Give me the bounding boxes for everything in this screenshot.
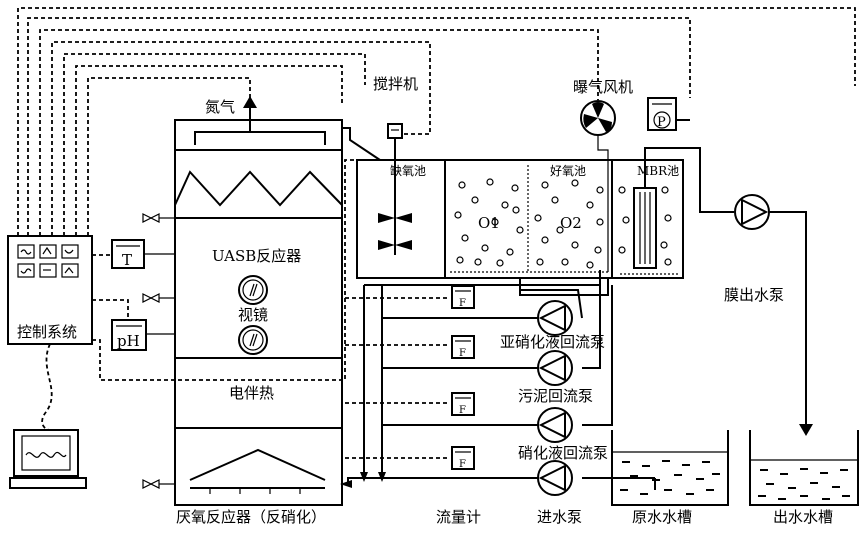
flow-meter-icon bbox=[452, 286, 474, 469]
aerobic-tank-label: 好氧池 bbox=[550, 164, 586, 178]
flow-meter-label: 流量计 bbox=[436, 508, 481, 526]
o1-label: O1 bbox=[478, 214, 500, 232]
uasb-label: UASB反应器 bbox=[212, 247, 301, 265]
membrane-pump-label: 膜出水泵 bbox=[724, 286, 784, 304]
nitrogen-label: 氮气 bbox=[205, 98, 235, 116]
membrane-outlet-pipe bbox=[645, 148, 734, 212]
inlet-pump-label: 进水泵 bbox=[537, 508, 582, 526]
mbr-membrane bbox=[634, 188, 656, 268]
membrane-pump-icon bbox=[735, 195, 769, 229]
flow-meter-symbol: F bbox=[459, 405, 466, 416]
nitrite-reflux-pump-label: 亚硝化液回流泵 bbox=[500, 333, 605, 351]
anaerobic-reactor-label: 厌氧反应器（反硝化） bbox=[176, 508, 326, 526]
aeration-blower-icon bbox=[581, 101, 615, 272]
flow-meter-symbol: F bbox=[459, 459, 466, 470]
nitrogen-arrow bbox=[243, 96, 257, 118]
outlet-water-tank bbox=[750, 430, 858, 505]
control-signal-lines bbox=[18, 8, 855, 458]
mixer-icon bbox=[378, 124, 412, 255]
outlet-water-tank-label: 出水水槽 bbox=[773, 508, 833, 526]
computer-monitor-icon bbox=[10, 430, 86, 488]
sludge-reflux-pump-label: 污泥回流泵 bbox=[518, 387, 593, 405]
valve-icon bbox=[143, 214, 175, 488]
sight-glass-label: 视镜 bbox=[238, 306, 268, 324]
mbr-tank-label: MBR池 bbox=[637, 164, 679, 178]
pressure-sensor-label: P bbox=[657, 115, 666, 130]
nitrate-reflux-pump-label: 硝化液回流泵 bbox=[518, 444, 608, 462]
flow-meter-symbol: F bbox=[459, 348, 466, 359]
temperature-sensor-label: T bbox=[122, 251, 132, 269]
mixer-label: 搅拌机 bbox=[373, 75, 418, 93]
aeration-blower-label: 曝气风机 bbox=[573, 78, 633, 96]
ph-sensor-label: pH bbox=[117, 332, 140, 350]
flow-meter-symbol: F bbox=[459, 298, 466, 309]
control-cable bbox=[42, 344, 52, 430]
control-system-label: 控制系统 bbox=[17, 323, 77, 341]
raw-water-tank-label: 原水水槽 bbox=[632, 508, 692, 526]
raw-water-tank bbox=[612, 430, 728, 505]
heating-label: 电伴热 bbox=[229, 384, 274, 402]
